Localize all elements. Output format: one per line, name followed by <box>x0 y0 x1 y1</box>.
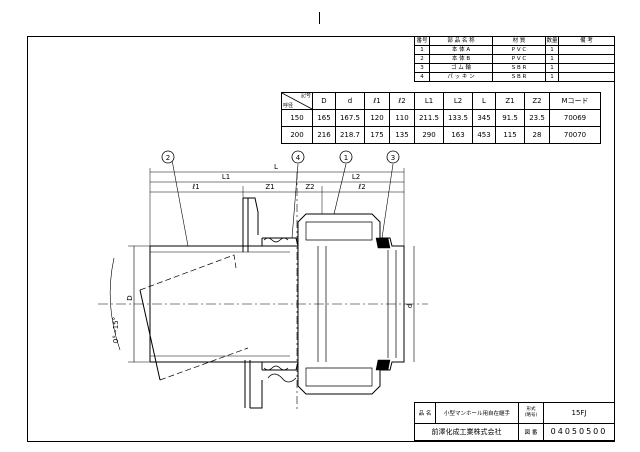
dim-cell: 163 <box>443 126 473 144</box>
angle-arc <box>109 257 121 351</box>
dimension-table-header: 記号 呼径 D d ℓ1 ℓ2 L1 L2 L Z1 Z2 Mコード <box>281 92 601 110</box>
dim-label-L2: L2 <box>352 173 360 181</box>
leader-line <box>333 163 347 215</box>
callout-circle <box>161 150 175 164</box>
drawing-no-value: 04050500 <box>543 422 615 442</box>
pipe-body-b <box>149 245 298 363</box>
leader-line <box>381 163 394 239</box>
callout-circle <box>386 150 400 164</box>
callout-number: 4 <box>296 154 301 162</box>
callout-number: 2 <box>166 154 170 162</box>
packing-wave <box>263 237 289 243</box>
dimension-corner-cell: 記号 呼径 <box>281 92 313 110</box>
tilted-pipe-end <box>139 289 161 381</box>
company-name: 前澤化成工業株式会社 <box>414 422 519 442</box>
callout-circle <box>339 150 353 164</box>
dimension-table-row: 200 216 218.7 175 135 290 163 453 115 28… <box>281 126 601 144</box>
product-name: 小型マンホール用自在継手 <box>435 402 519 424</box>
dim-cell: 135 <box>389 126 415 144</box>
parts-table-row: 4 パ ッ キ ン S B R 1 <box>414 72 615 82</box>
callout-number: 3 <box>391 154 395 162</box>
dim-label-L: L <box>274 163 278 171</box>
packing-wave <box>263 365 289 371</box>
socket-lower-chamber <box>305 367 373 387</box>
name-label: 品 名 <box>414 402 436 424</box>
socket-body-a <box>297 213 405 395</box>
dim-label-Z1: Z1 <box>265 183 274 191</box>
lower-flange <box>244 360 263 409</box>
dim-label-D: D <box>126 295 134 300</box>
dim-label-L1: L1 <box>222 173 230 181</box>
drawing-frame <box>27 36 615 442</box>
model-label: 形式 (略号) <box>518 402 544 424</box>
drawing-no-label: 図 番 <box>518 422 544 442</box>
top-center-mark <box>319 12 320 24</box>
packing-lower <box>261 361 299 371</box>
title-row-company: 前澤化成工業株式会社 図 番 04050500 <box>414 422 615 442</box>
part-notes <box>558 72 615 82</box>
dim-label-d: d <box>406 304 414 308</box>
dim-label-Z2: Z2 <box>305 183 314 191</box>
dim-cell: 218.7 <box>335 126 365 144</box>
packing-detail <box>267 373 297 383</box>
title-row-name: 品 名 小型マンホール用自在継手 形式 (略号) 15FJ <box>414 402 615 424</box>
dim-cell: 28 <box>524 126 550 144</box>
parts-table: 番号 部 品 名 称 材 質 数量 備 考 1 本 体 A P V C 1 2 … <box>414 36 615 82</box>
angle-label: 0°~15° <box>112 317 120 343</box>
tilted-pipe-outline <box>159 347 249 381</box>
corner-label-symbol: 記号 <box>300 93 311 99</box>
title-block: 品 名 小型マンホール用自在継手 形式 (略号) 15FJ 前澤化成工業株式会社… <box>414 402 615 442</box>
dim-label-l1: ℓ1 <box>191 183 199 191</box>
rubber-ring-lower <box>375 359 391 371</box>
corner-diagonal <box>282 93 312 109</box>
callout-circle <box>291 150 305 164</box>
socket-upper-chamber <box>305 221 373 241</box>
leader-line <box>291 163 299 239</box>
callout-number: 1 <box>344 154 348 162</box>
dim-label-l2: ℓ2 <box>357 183 365 191</box>
dim-cell: 216 <box>312 126 336 144</box>
packing-upper <box>261 237 299 247</box>
corner-label-size: 呼径 <box>283 103 294 109</box>
upper-flange <box>242 197 259 252</box>
model-value: 15FJ <box>543 402 615 424</box>
tilted-pipe-outline <box>139 254 237 291</box>
rubber-ring-upper <box>375 237 391 249</box>
leader-line <box>171 159 189 247</box>
dimension-table: 記号 呼径 D d ℓ1 ℓ2 L1 L2 L Z1 Z2 Mコード 150 1… <box>281 92 601 144</box>
dim-cell: 70070 <box>549 126 601 144</box>
